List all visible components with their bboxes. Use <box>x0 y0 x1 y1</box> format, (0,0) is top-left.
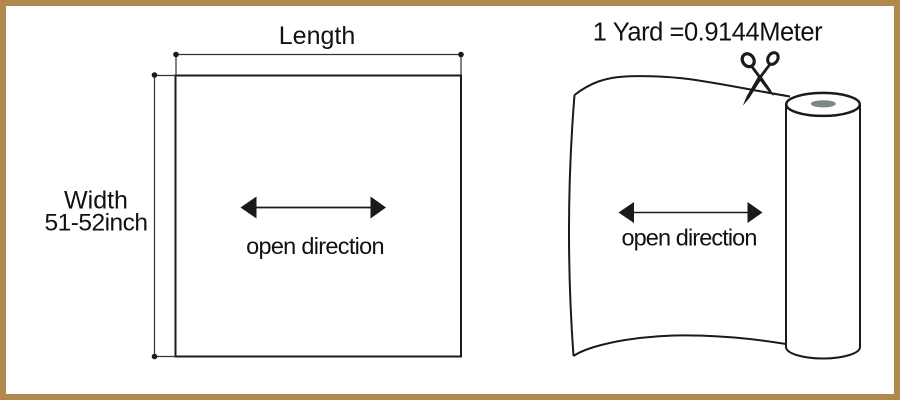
svg-text:Length: Length <box>279 22 355 50</box>
svg-text:Width: Width <box>64 187 128 215</box>
svg-text:open direction: open direction <box>621 225 756 251</box>
svg-text:open direction: open direction <box>246 233 384 259</box>
svg-text:1 Yard =0.9144Meter: 1 Yard =0.9144Meter <box>593 18 823 46</box>
svg-text:51-52inch: 51-52inch <box>44 210 147 237</box>
